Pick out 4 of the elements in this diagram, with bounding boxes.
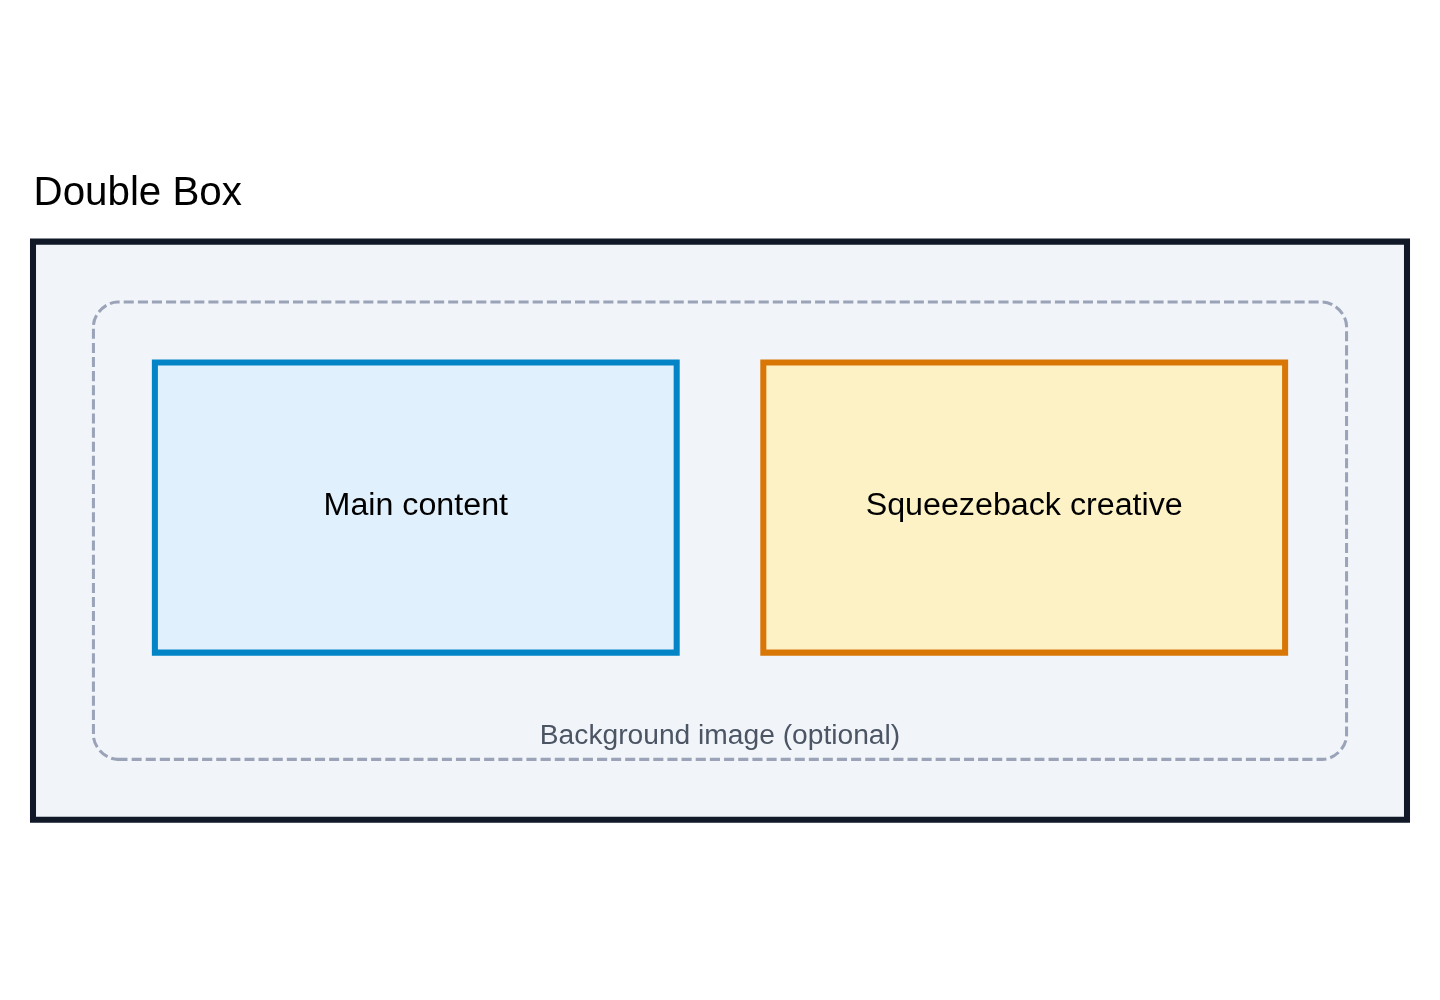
node-box: Squeezeback creative <box>760 359 1289 656</box>
diagram-title: Double Box <box>33 168 242 214</box>
cluster <box>30 238 1410 823</box>
node-box: Main content <box>151 359 680 656</box>
